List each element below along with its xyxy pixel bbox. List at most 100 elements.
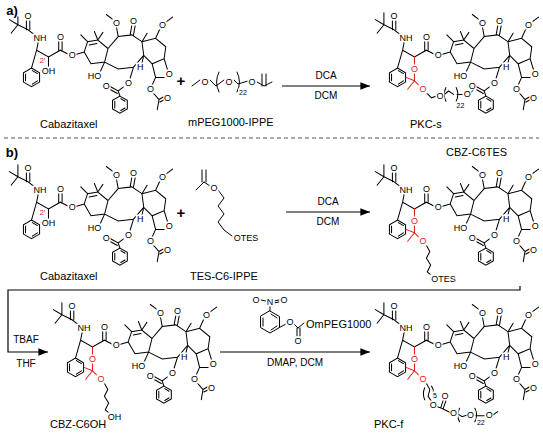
atom-label: O [524, 310, 533, 319]
atom-label: H [502, 353, 511, 362]
atom-label: O [24, 164, 33, 173]
mpeg-ippe-structure [192, 72, 272, 92]
atom-label: O [531, 222, 540, 231]
atom-label: O [129, 169, 138, 178]
atom-label: O [490, 368, 499, 377]
atom-label: O [112, 19, 121, 28]
atom-label: HO [87, 223, 103, 232]
atom-label: 2' [39, 209, 47, 217]
scheme-label: b) [5, 146, 19, 159]
atom-label: O [410, 354, 419, 363]
atom-label: 2' [39, 57, 47, 65]
atom-label: 22 [455, 101, 465, 108]
atom-label: O [156, 309, 165, 318]
compound-name: mPEG1000-IPPE [188, 116, 274, 128]
atom-label: O [410, 64, 419, 73]
atom-label: OTES [233, 234, 260, 243]
atom-label: O [490, 230, 499, 239]
atom-label: 22 [238, 89, 248, 96]
atom-label: O [390, 164, 399, 173]
atom-label: O [56, 184, 65, 193]
core-instance [375, 303, 538, 403]
atom-label: O [529, 93, 538, 102]
compound-node: OmPEG1000 [246, 292, 375, 344]
atom-label: O [293, 337, 302, 346]
atom-label: O [68, 51, 77, 60]
atom-label: O [247, 78, 256, 87]
atom-label: O [190, 375, 199, 384]
compound-node: CBZ-C6TES [370, 146, 541, 286]
atom-label: H [180, 353, 189, 362]
atom-label: OH [107, 412, 123, 421]
atom-label: O [163, 93, 172, 102]
atom-label: 5 [432, 391, 438, 398]
atom-label: O [485, 411, 494, 420]
scheme-label: DCA [314, 71, 337, 81]
atom-label: HO [131, 361, 147, 370]
atom-label: H [502, 215, 511, 224]
atom-label: NH [399, 34, 414, 43]
atom-label: O [422, 32, 431, 41]
atom-label: O [158, 20, 167, 29]
atom-label: O [524, 20, 533, 29]
atom-label: O [163, 245, 172, 254]
compound-node: mPEG1000-IPPE [186, 60, 282, 132]
atom-label: O [434, 51, 443, 60]
atom-label: O [495, 17, 504, 26]
scheme-label: DCM [314, 91, 339, 101]
compound-name: CBZ-C6OH [50, 418, 106, 430]
atom-label: O [495, 169, 504, 178]
atom-label: O [129, 17, 138, 26]
atom-label: O [102, 233, 111, 242]
reaction-arrow [286, 211, 370, 212]
atom-label: O [102, 81, 111, 90]
reaction-arrow [282, 85, 370, 86]
atom-label: O [165, 70, 174, 79]
atom-label: O [429, 400, 438, 409]
atom-label: O [434, 341, 443, 350]
atom-label: O [251, 296, 260, 305]
atom-label: O [490, 78, 499, 87]
atom-label: OH [41, 67, 57, 76]
atom-label: NH [77, 324, 92, 333]
atom-label: O [96, 375, 105, 384]
atom-label: O [68, 302, 77, 311]
atom-label: NH [399, 186, 414, 195]
compound-name: PKC-s [410, 118, 442, 130]
atom-label: O [468, 371, 477, 380]
tes-c6-ippe-structure [196, 170, 232, 236]
atom-label: O [418, 237, 427, 246]
atom-label: O [112, 341, 121, 350]
atom-label: H [136, 63, 145, 72]
atom-label: H [502, 63, 511, 72]
scheme-label: + [176, 73, 187, 88]
atom-label: HO [453, 223, 469, 232]
atom-label: O [146, 85, 155, 94]
atom-label: O [478, 309, 487, 318]
reaction-arrow [220, 351, 370, 352]
compound-node: PKC-f [370, 292, 541, 432]
atom-label: O [422, 184, 431, 193]
atom-label: O [524, 172, 533, 181]
atom-label: O [529, 383, 538, 392]
atom-label: O [478, 171, 487, 180]
atom-label: O [209, 360, 218, 369]
core-instance [9, 13, 172, 113]
compound-node: Cabazitaxel [4, 150, 176, 284]
cabazitaxel-structure [9, 13, 172, 113]
atom-label: O [434, 203, 443, 212]
atom-label: O [24, 12, 33, 21]
atom-label: H [136, 215, 145, 224]
cbz-c6oh-structure [53, 303, 216, 414]
hexyl-chain [104, 382, 110, 413]
reaction-arrow [8, 286, 520, 352]
atom-label: HO [453, 361, 469, 370]
compound-name: CBZ-C6TES [446, 146, 507, 158]
atom-label: NH [399, 324, 414, 333]
atom-label: O [531, 360, 540, 369]
core-instance [53, 303, 216, 403]
atom-label: NH [33, 186, 48, 195]
atom-label: O [112, 171, 121, 180]
